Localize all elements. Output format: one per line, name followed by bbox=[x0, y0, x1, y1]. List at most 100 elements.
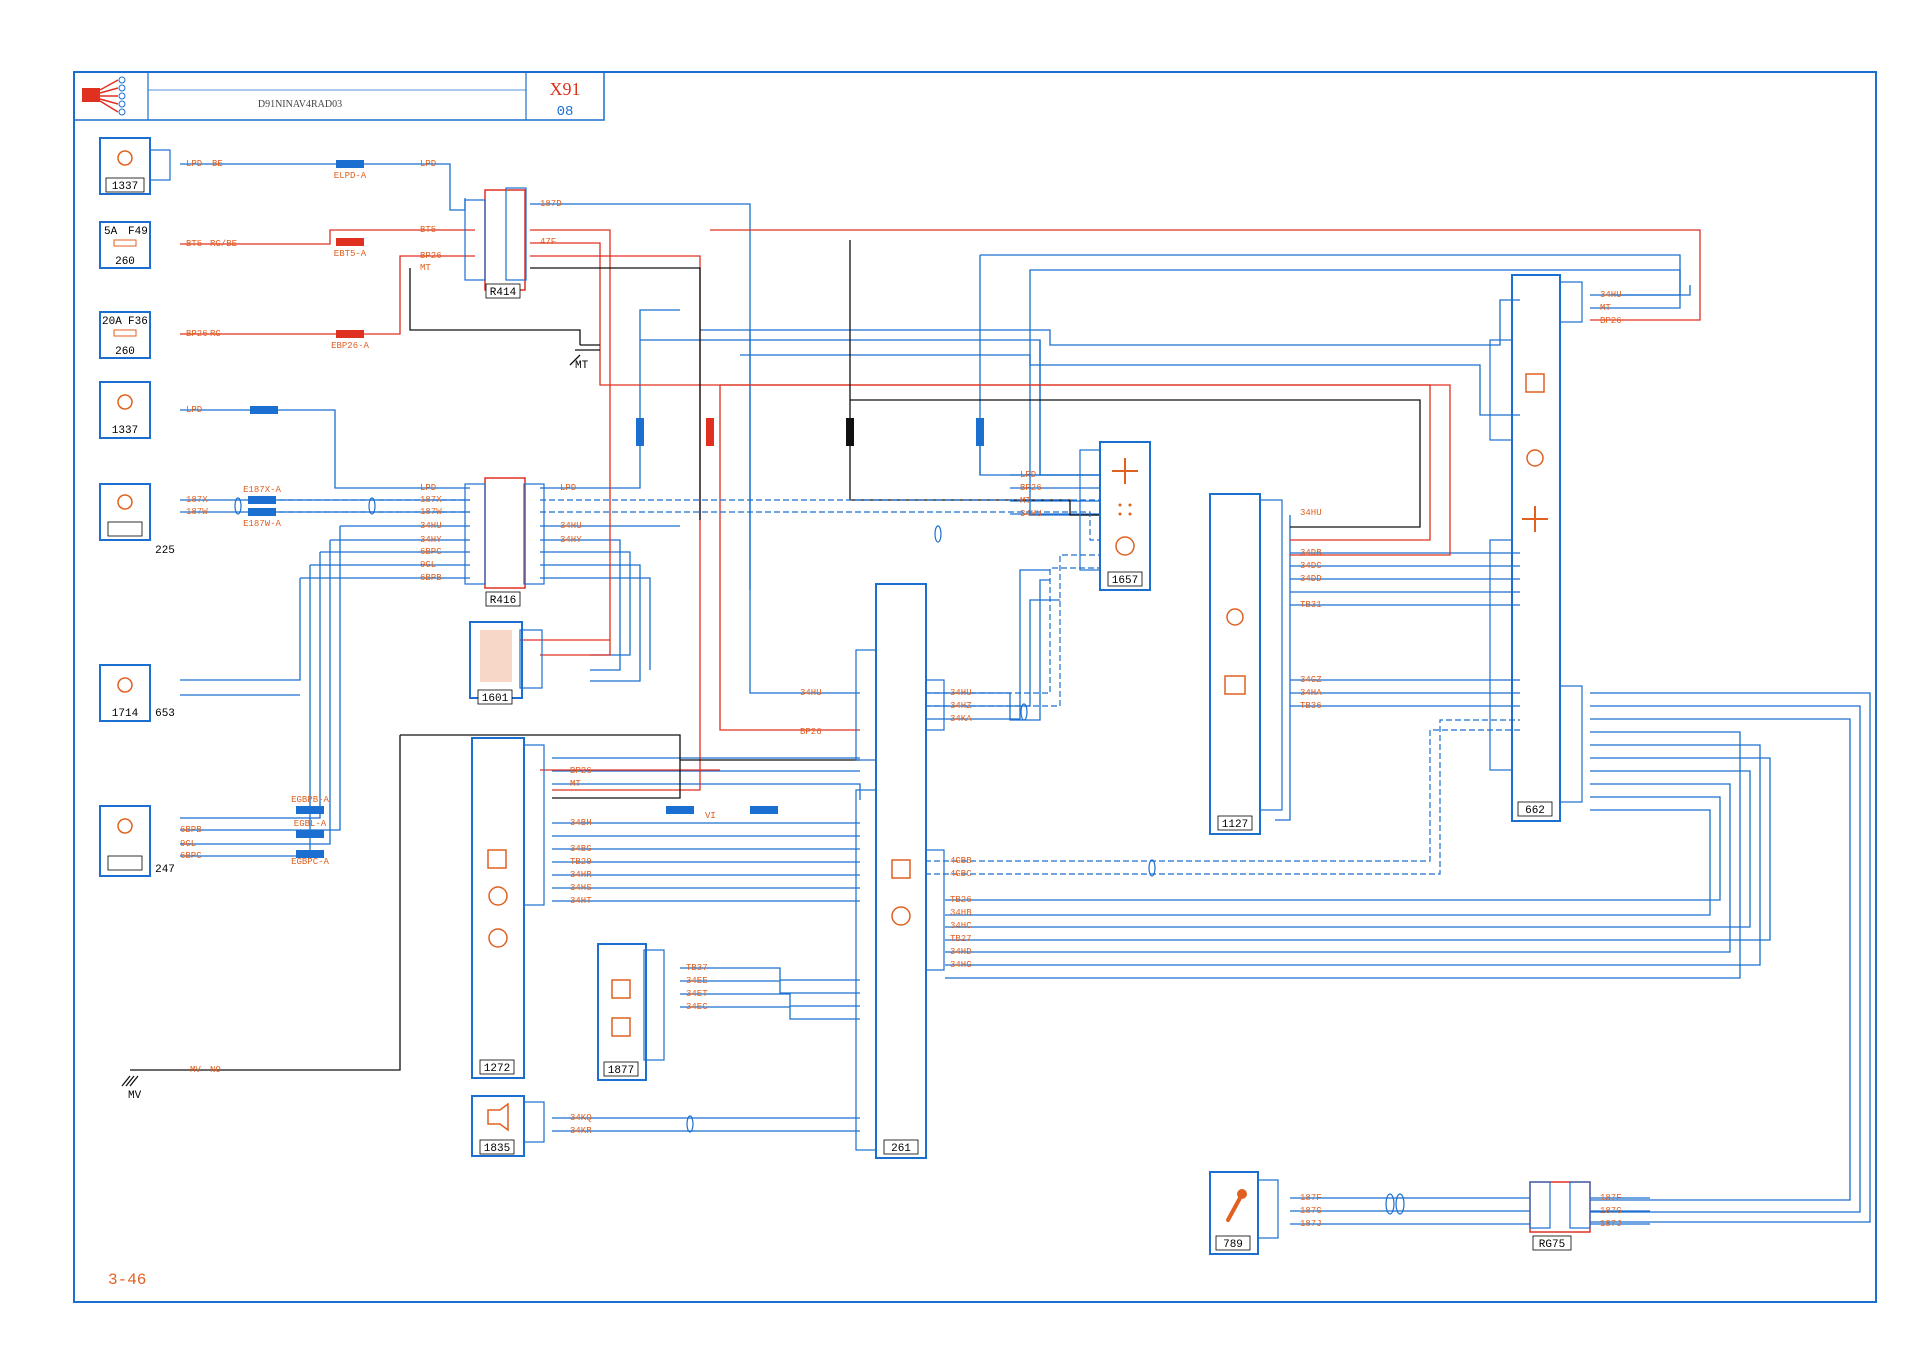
svg-text:BP26: BP26 bbox=[570, 766, 592, 776]
svg-text:1714: 1714 bbox=[112, 708, 139, 720]
svg-text:187G: 187G bbox=[1600, 1206, 1622, 1216]
svg-text:VI: VI bbox=[705, 811, 716, 821]
radio-icon bbox=[487, 849, 507, 869]
svg-text:E187X-A: E187X-A bbox=[243, 485, 281, 495]
svg-text:34EE: 34EE bbox=[686, 976, 708, 986]
svg-text:EBT5-A: EBT5-A bbox=[334, 249, 367, 259]
svg-text:34HD: 34HD bbox=[950, 947, 972, 957]
svg-text:34GZ: 34GZ bbox=[1300, 675, 1322, 685]
svg-text:260: 260 bbox=[115, 256, 135, 268]
svg-text:653: 653 bbox=[155, 708, 175, 720]
svg-text:MT: MT bbox=[1600, 303, 1611, 313]
wire-labels: LPD BE LPD BT5 RG/BE BP26 RG BT5 BP26 MT… bbox=[180, 159, 1622, 1229]
svg-text:34KA: 34KA bbox=[950, 714, 972, 724]
component-789: 789 bbox=[1209, 1171, 1279, 1255]
svg-text:BE: BE bbox=[212, 159, 223, 169]
svg-text:TB27: TB27 bbox=[950, 934, 972, 944]
svg-text:34HY: 34HY bbox=[560, 535, 582, 545]
svg-text:34HU: 34HU bbox=[950, 688, 972, 698]
harness-logo-icon bbox=[82, 76, 126, 116]
star-icon bbox=[1522, 506, 1548, 532]
document-code: D91NINAV4RAD03 bbox=[258, 99, 342, 110]
svg-text:225: 225 bbox=[155, 545, 175, 557]
svg-text:9GL: 9GL bbox=[180, 839, 196, 849]
splice-e187x-a: E187X-A bbox=[243, 485, 281, 504]
wires-blue bbox=[180, 163, 1871, 1225]
antenna-icon bbox=[487, 1102, 509, 1132]
page-frame bbox=[73, 71, 1877, 1303]
svg-text:MT: MT bbox=[420, 263, 431, 273]
svg-text:34HR: 34HR bbox=[570, 870, 592, 880]
svg-text:6BPB: 6BPB bbox=[180, 825, 202, 835]
svg-text:MT: MT bbox=[570, 779, 581, 789]
svg-text:BP26: BP26 bbox=[800, 727, 822, 737]
control-unit-icon bbox=[1526, 449, 1544, 467]
svg-text:247: 247 bbox=[155, 864, 175, 876]
display-icon bbox=[611, 1017, 631, 1037]
svg-text:34HB: 34HB bbox=[950, 908, 972, 918]
component-1127: 1127 bbox=[1209, 493, 1283, 835]
svg-text:1337: 1337 bbox=[112, 181, 138, 193]
svg-text:ELPD-A: ELPD-A bbox=[334, 171, 367, 181]
svg-text:34HU: 34HU bbox=[800, 688, 822, 698]
radio-icon bbox=[611, 979, 631, 999]
svg-text:TB36: TB36 bbox=[1300, 701, 1322, 711]
speaker-icon bbox=[117, 494, 133, 510]
svg-text:EGBL-A: EGBL-A bbox=[294, 819, 327, 829]
svg-text:LPD: LPD bbox=[420, 483, 436, 493]
component-261: 261 bbox=[855, 583, 945, 1159]
svg-text:MV: MV bbox=[190, 1065, 201, 1075]
component-247: 247 bbox=[99, 805, 175, 877]
knob-icon bbox=[1115, 536, 1135, 556]
svg-text:MT: MT bbox=[575, 360, 589, 372]
component-260-f36: 20A F36 260 bbox=[99, 311, 151, 359]
svg-text:34HZ: 34HZ bbox=[950, 701, 972, 711]
component-r416: R416 bbox=[464, 477, 545, 607]
svg-text:5A: 5A bbox=[104, 226, 118, 238]
ground-mv: MV bbox=[121, 1069, 180, 1102]
component-1877: 1877 bbox=[597, 943, 665, 1081]
svg-text:EGBPB-A: EGBPB-A bbox=[291, 795, 329, 805]
disc-icon bbox=[488, 928, 508, 948]
title-block bbox=[73, 71, 605, 121]
svg-text:1877: 1877 bbox=[608, 1065, 634, 1077]
svg-text:MV: MV bbox=[128, 1090, 142, 1102]
svg-text:LPD: LPD bbox=[186, 405, 202, 415]
vehicle-code: X91 bbox=[550, 79, 581, 99]
radio-icon bbox=[891, 859, 911, 879]
microphone-icon bbox=[1226, 1196, 1242, 1222]
svg-text:LPD: LPD bbox=[186, 159, 202, 169]
svg-text:1272: 1272 bbox=[484, 1063, 510, 1075]
svg-text:34HU: 34HU bbox=[1020, 509, 1042, 519]
component-r414: R414 bbox=[464, 187, 527, 299]
svg-text:789: 789 bbox=[1223, 1239, 1243, 1251]
splice-ebp26-a: EBP26-A bbox=[331, 330, 369, 351]
svg-text:187X: 187X bbox=[186, 495, 208, 505]
splice-vertical-emt-a bbox=[846, 418, 854, 446]
svg-text:187D: 187D bbox=[540, 199, 562, 209]
svg-text:BP26: BP26 bbox=[186, 329, 208, 339]
svg-text:BP26: BP26 bbox=[420, 251, 442, 261]
svg-text:TB31: TB31 bbox=[1300, 600, 1322, 610]
svg-text:R414: R414 bbox=[490, 287, 517, 299]
svg-text:BT5: BT5 bbox=[420, 225, 436, 235]
svg-text:187F: 187F bbox=[1600, 1193, 1622, 1203]
svg-text:34KR: 34KR bbox=[570, 1126, 592, 1136]
speaker-icon bbox=[117, 677, 133, 693]
component-1337-top: 1337 bbox=[99, 137, 171, 195]
svg-text:34HT: 34HT bbox=[570, 896, 592, 906]
svg-text:TB29: TB29 bbox=[570, 857, 592, 867]
svg-text:EBP26-A: EBP26-A bbox=[331, 341, 369, 351]
svg-text:R416: R416 bbox=[490, 595, 516, 607]
multimedia-icon bbox=[1525, 373, 1545, 393]
speaker-icon bbox=[117, 818, 133, 834]
speaker-icon bbox=[488, 886, 508, 906]
svg-text:261: 261 bbox=[891, 1143, 911, 1155]
svg-text:EGBPC-A: EGBPC-A bbox=[291, 857, 329, 867]
component-1337-second: 1337 bbox=[99, 381, 151, 439]
svg-text:BP26: BP26 bbox=[1020, 483, 1042, 493]
svg-text:34HU: 34HU bbox=[1300, 508, 1322, 518]
svg-text:MT: MT bbox=[1020, 496, 1031, 506]
svg-text:34HU: 34HU bbox=[560, 521, 582, 531]
